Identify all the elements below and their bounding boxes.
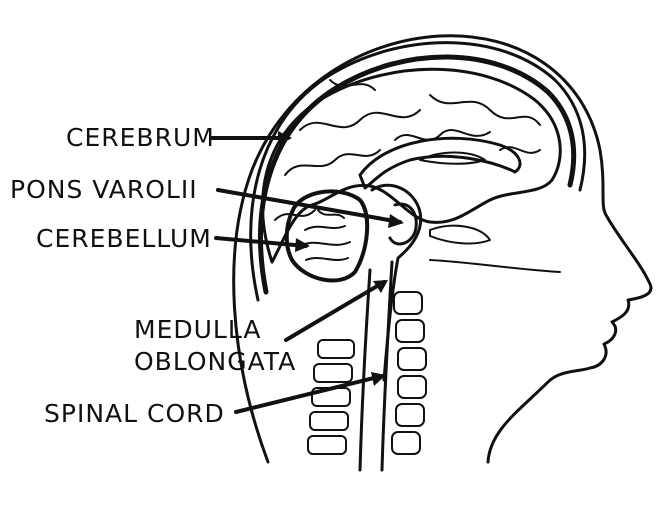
arrow-cerebellum <box>214 236 308 248</box>
arrowhead-cerebrum <box>278 131 292 145</box>
gyri-5 <box>499 146 541 154</box>
label-cerebellum: CEREBELLUM <box>36 224 212 253</box>
arrowhead-medulla <box>373 280 388 293</box>
cerebellum-tree-1 <box>304 225 346 231</box>
ventricle <box>419 151 486 165</box>
label-spinal-cord: SPINAL CORD <box>44 399 225 428</box>
pons-bulge <box>388 202 418 246</box>
skull-inner <box>258 54 577 295</box>
arrow-pons <box>216 188 402 224</box>
arrowhead-spinal-cord <box>371 372 386 386</box>
label-pons-varolii: PONS VAROLII <box>10 175 198 204</box>
cerebellum-tree-4 <box>317 209 345 219</box>
spinal-cord-left <box>358 268 372 472</box>
head-outline <box>232 34 653 464</box>
skull-outer <box>249 41 587 302</box>
arrowhead-cerebellum <box>295 238 310 252</box>
vertebrae <box>307 291 427 455</box>
gyri-3 <box>284 149 381 176</box>
arrowhead-pons <box>388 214 404 228</box>
gyri-6 <box>329 79 376 91</box>
cerebellum-tree-3 <box>305 257 349 261</box>
palate <box>429 259 561 273</box>
sinus <box>429 224 491 245</box>
label-medulla: MEDULLA <box>134 315 262 344</box>
spinal-cord-right <box>380 260 394 472</box>
cerebellum-outline <box>284 189 370 283</box>
gyri-7 <box>274 209 316 221</box>
gyri-1 <box>299 109 421 131</box>
arrow-spinal-cord <box>234 374 384 414</box>
gyri-2 <box>429 94 541 126</box>
arrow-medulla <box>284 280 386 342</box>
corpus-callosum <box>358 136 522 190</box>
label-oblongata: OBLONGATA <box>134 347 297 376</box>
label-cerebrum: CEREBRUM <box>66 123 215 152</box>
gyri-4 <box>394 129 491 141</box>
cerebellum-tree-2 <box>301 241 351 246</box>
